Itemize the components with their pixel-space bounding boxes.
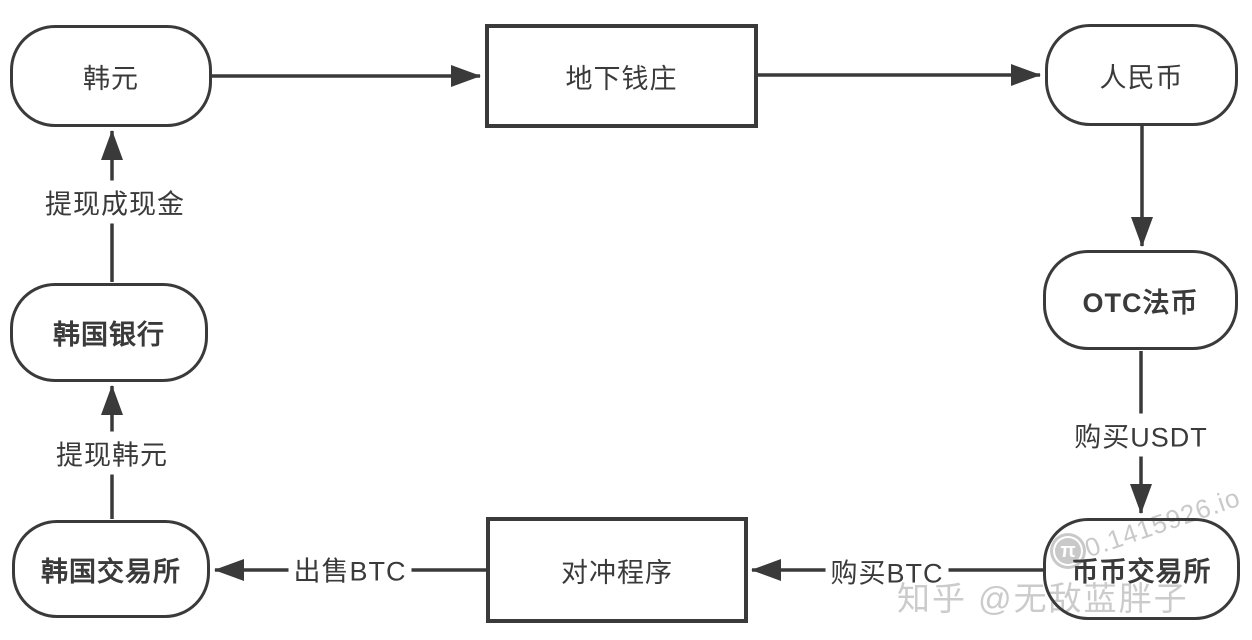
node-crypto-exchange-label: 币币交易所 (1071, 556, 1212, 587)
node-korea-exchange: 韩国交易所 (12, 520, 210, 618)
edge-label-sell-btc: 出售BTC (288, 547, 412, 591)
edge-label-withdraw-krw: 提现韩元 (51, 431, 173, 475)
node-underground-bank: 地下钱庄 (485, 24, 758, 128)
edge-label-buy-btc: 购买BTC (825, 549, 949, 593)
node-korea-bank-label: 韩国银行 (53, 320, 165, 350)
node-otc-fiat-label: OTC法币 (1082, 287, 1199, 318)
edge-label-buy-usdt: 购买USDT (1069, 413, 1213, 457)
node-otc-fiat: OTC法币 (1043, 250, 1238, 350)
node-hedge-program: 对冲程序 (486, 517, 748, 623)
node-rmb-label: 人民币 (1099, 62, 1184, 93)
node-korea-bank: 韩国银行 (10, 283, 208, 382)
node-crypto-exchange: 币币交易所 (1043, 518, 1240, 620)
node-hedge-program-label: 对冲程序 (561, 557, 673, 588)
edge-label-withdraw-cash: 提现成现金 (40, 180, 190, 224)
node-rmb: 人民币 (1045, 24, 1238, 126)
node-krw-label: 韩元 (83, 63, 139, 94)
node-korea-exchange-label: 韩国交易所 (41, 556, 181, 587)
node-krw: 韩元 (10, 25, 212, 127)
node-underground-bank-label: 地下钱庄 (565, 63, 678, 94)
